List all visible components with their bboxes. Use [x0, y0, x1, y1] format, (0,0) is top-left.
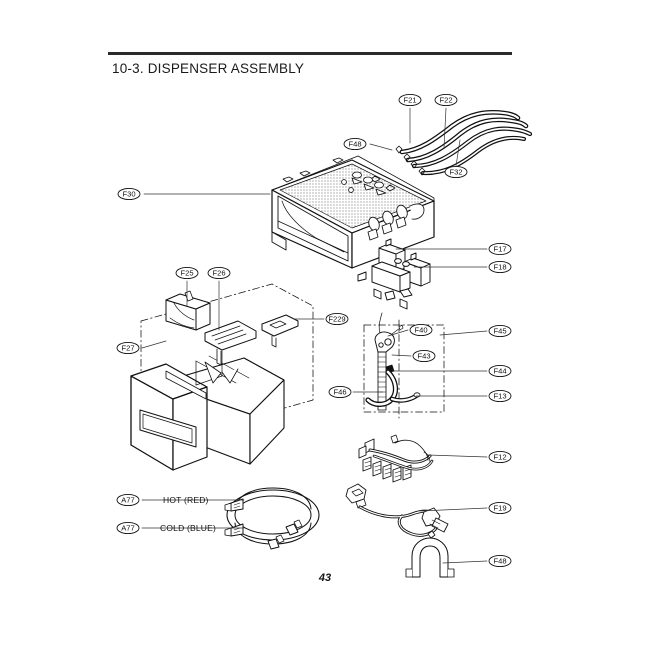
- callout-f48[interactable]: F48: [488, 554, 512, 568]
- callout-f44[interactable]: F44: [488, 364, 512, 378]
- callout-ref-text: F12: [493, 453, 506, 462]
- inlet-hose-coil: [224, 487, 320, 550]
- callout-bubble: [488, 450, 512, 464]
- callout-ref-text: F40: [414, 326, 427, 335]
- callout-ref-text: F18: [493, 263, 506, 272]
- leader-line: [455, 139, 461, 167]
- callout-f48[interactable]: F48: [343, 137, 367, 151]
- callout-ref-text: F43: [417, 352, 430, 361]
- callout-ref-text: A77: [121, 496, 135, 505]
- drawer-cap-part: [165, 290, 211, 331]
- hose-group-top: [399, 110, 533, 176]
- callout-bubble: [175, 266, 199, 280]
- callout-bubble: [412, 349, 436, 363]
- callout-ref-text: F30: [122, 190, 135, 199]
- callout-f27[interactable]: F27: [116, 341, 140, 355]
- callout-ref-text: F22: [439, 96, 452, 105]
- callout-f12[interactable]: F12: [488, 450, 512, 464]
- callout-ref-text: F27: [121, 344, 134, 353]
- water-valve-assembly: [357, 238, 431, 310]
- page-number: 43: [318, 572, 332, 584]
- callout-f30[interactable]: F30: [117, 187, 141, 201]
- callout-f18[interactable]: F18: [488, 260, 512, 274]
- callout-bubble: [116, 341, 140, 355]
- callout-ref-text: F26: [212, 269, 225, 278]
- dispenser-housing: [271, 155, 435, 269]
- callout-ref-text: F48: [493, 557, 506, 566]
- callout-a77[interactable]: A77: [116, 493, 140, 507]
- callout-f40[interactable]: F40: [409, 323, 433, 337]
- callout-f22[interactable]: F22: [434, 93, 458, 107]
- power-cord: [345, 483, 449, 537]
- leader-line: [391, 354, 412, 357]
- leader-line: [141, 340, 167, 349]
- callout-bubble: [409, 323, 433, 337]
- callout-bubble: [488, 260, 512, 274]
- callout-bubble: [444, 165, 468, 179]
- callout-ref-text: F46: [333, 388, 346, 397]
- callout-bubble: [116, 521, 140, 535]
- callout-f25[interactable]: F25: [175, 266, 199, 280]
- callout-bubble: [488, 554, 512, 568]
- callout-bubble: [488, 364, 512, 378]
- callout-ref-text: A77: [121, 524, 135, 533]
- callout-f45[interactable]: F45: [488, 324, 512, 338]
- callout-bubble: [207, 266, 231, 280]
- callout-bubble: [116, 493, 140, 507]
- callout-ref-text: F44: [493, 367, 506, 376]
- header-rule: [108, 52, 512, 55]
- drawer-clip-part: [261, 314, 299, 348]
- leader-line: [387, 329, 409, 337]
- callout-bubble: [398, 93, 422, 107]
- curved-hose: [365, 369, 421, 407]
- hose-clamps: [395, 145, 426, 176]
- leader-line: [419, 507, 488, 512]
- callout-f229[interactable]: F229: [325, 312, 349, 326]
- callout-f32[interactable]: F32: [444, 165, 468, 179]
- callout-f26[interactable]: F26: [207, 266, 231, 280]
- callout-ref-text: F32: [449, 168, 462, 177]
- callout-bubble: [117, 187, 141, 201]
- callout-ref-text: F17: [493, 245, 506, 254]
- callout-ref-text: F21: [403, 96, 416, 105]
- drawer-assembly: [130, 283, 314, 471]
- callout-ref-text: F25: [180, 269, 193, 278]
- callout-bubble: [343, 137, 367, 151]
- leader-line: [443, 107, 447, 149]
- callout-ref-text: F45: [493, 327, 506, 336]
- callout-f46[interactable]: F46: [328, 385, 352, 399]
- callout-ref-text: F48: [348, 140, 361, 149]
- callout-ref-text: F19: [493, 504, 506, 513]
- callout-f13[interactable]: F13: [488, 389, 512, 403]
- hose-clamp-bracket: [405, 530, 455, 578]
- callout-f43[interactable]: F43: [412, 349, 436, 363]
- drawer-insert-part: [204, 320, 257, 366]
- callout-bubble: [328, 385, 352, 399]
- callout-ref-text: F229: [328, 315, 345, 324]
- leader-line: [369, 143, 393, 151]
- callout-ref-text: F13: [493, 392, 506, 401]
- callout-bubble: [488, 242, 512, 256]
- callout-bubble: [488, 389, 512, 403]
- callout-f21[interactable]: F21: [398, 93, 422, 107]
- callout-f17[interactable]: F17: [488, 242, 512, 256]
- bellows-subassembly: [363, 312, 445, 419]
- callout-bubble: [488, 501, 512, 515]
- hot-hose-label: HOT (RED): [163, 495, 209, 505]
- cold-hose-label: COLD (BLUE): [160, 523, 217, 533]
- callout-f19[interactable]: F19: [488, 501, 512, 515]
- callout-a77[interactable]: A77: [116, 521, 140, 535]
- callout-bubble: [325, 312, 349, 326]
- callout-bubble: [434, 93, 458, 107]
- wire-harness: [358, 434, 434, 483]
- leader-line: [442, 560, 488, 564]
- callout-leader-lines: [141, 107, 488, 564]
- callout-bubble: [488, 324, 512, 338]
- page-title: 10-3. DISPENSER ASSEMBLY: [112, 61, 305, 76]
- leader-line: [439, 330, 488, 336]
- leader-line: [427, 454, 488, 458]
